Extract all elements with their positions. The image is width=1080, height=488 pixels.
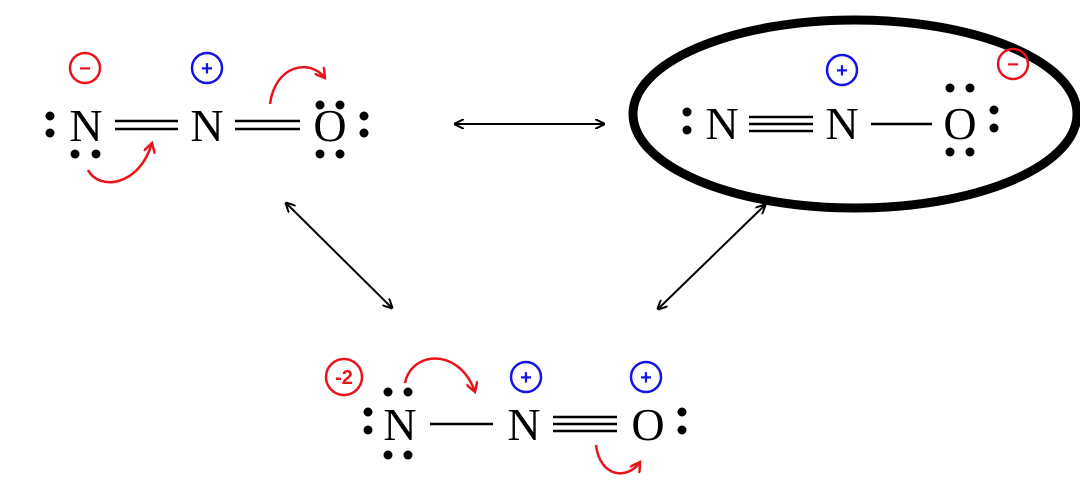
structure-top-left: − + N N O [45,51,369,184]
structure-bottom: -2 + + N N O [324,357,687,475]
negative-charge-n1: -2 [324,357,364,397]
atom-n1: N [383,399,416,450]
positive-charge-n2: + [825,53,859,87]
positive-charge-n2: + [509,360,543,394]
lone-pairs [45,100,369,159]
atom-o: O [631,399,664,450]
atom-n1: N [705,98,738,149]
electron-push-arrow-2 [268,65,325,105]
svg-text:+: + [201,58,213,80]
lone-pairs [682,83,999,157]
highlight-ellipse [628,15,1080,213]
svg-text:+: + [640,367,652,389]
atom-n2: N [825,98,858,149]
double-bond-n-o [235,119,300,131]
svg-text:+: + [836,60,848,82]
svg-text:+: + [520,367,532,389]
electron-push-arrow-1 [403,357,475,392]
atom-n2: N [190,100,223,151]
lone-pairs [363,387,687,460]
negative-charge-n1: − [68,51,102,85]
structure-top-right: + − N N O [628,15,1080,213]
svg-text:−: − [79,58,91,80]
triple-bond-n-n [749,115,813,133]
electron-push-arrow-1 [86,143,152,184]
double-bond-n-n [115,119,178,131]
svg-text:-2: -2 [335,367,353,389]
atom-o: O [313,100,346,151]
atom-o: O [943,98,976,149]
positive-charge-o: + [629,360,663,394]
resonance-arrow-right [658,205,765,309]
atom-n2: N [507,399,540,450]
electron-push-arrow-2 [594,444,640,475]
negative-charge-o: − [996,47,1030,81]
resonance-arrow-left [286,203,392,308]
atom-n1: N [69,100,102,151]
svg-text:−: − [1007,54,1019,76]
positive-charge-n2: + [190,51,224,85]
triple-bond-n-o [553,415,617,433]
